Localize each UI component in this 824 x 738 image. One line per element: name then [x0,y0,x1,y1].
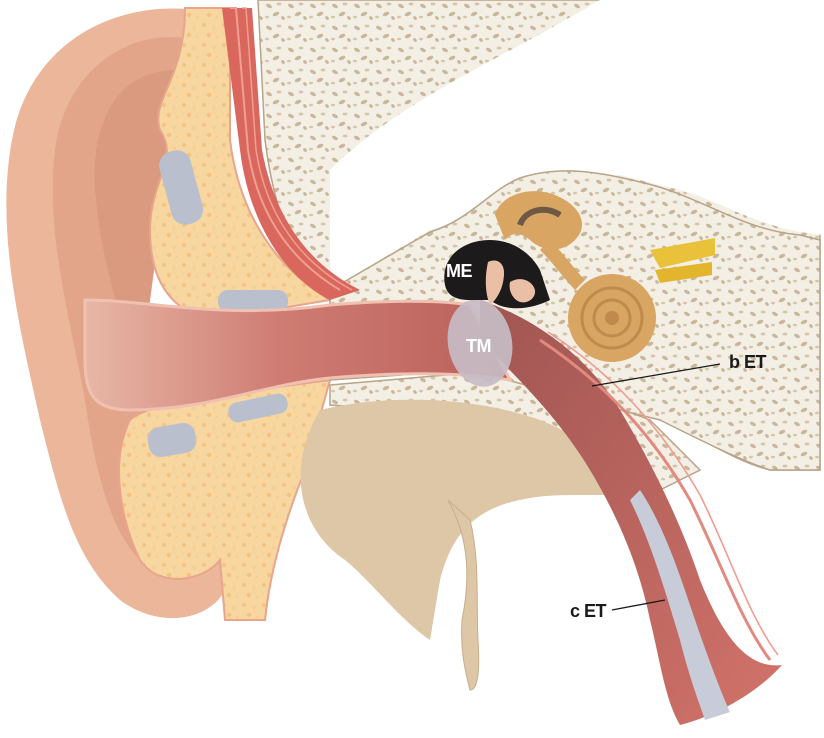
tympanic-membrane-label: TM [466,336,491,356]
cartilaginous-et-label: c ET [570,601,607,621]
middle-ear-label: ME [446,261,472,281]
label-me: ME [446,261,472,281]
bony-et-label: b ET [729,352,767,372]
label-tm: TM [466,336,491,356]
